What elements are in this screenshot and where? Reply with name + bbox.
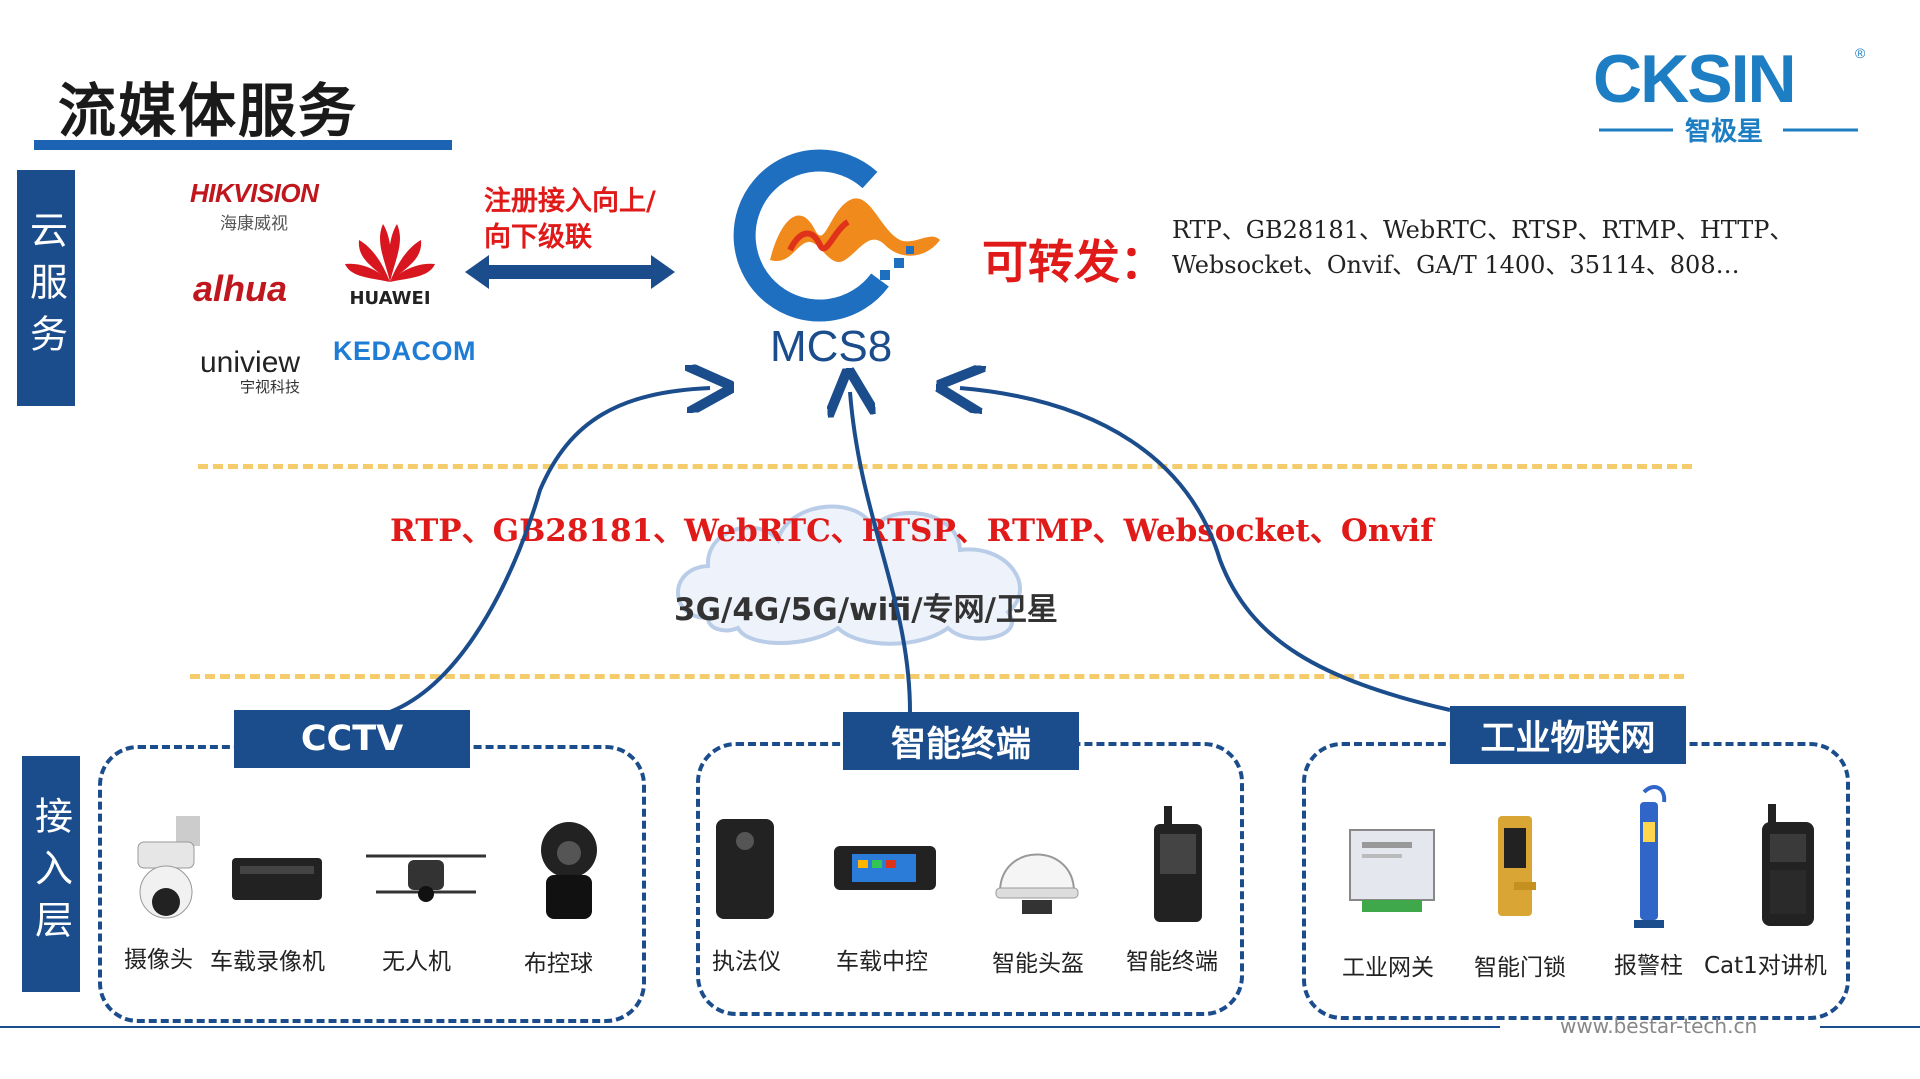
group-label-cctv: CCTV xyxy=(234,710,470,768)
forward-protocols: RTP、GB28181、WebRTC、RTSP、RTMP、HTTP、 Webso… xyxy=(1172,213,1793,283)
page-title: 流媒体服务 xyxy=(58,77,359,145)
device-label-camera: 摄像头 xyxy=(124,947,193,973)
register-label-line1: 注册接入向上/ xyxy=(484,186,656,217)
logo-brand-cn: 智极星 xyxy=(1685,117,1763,147)
footer-url: www.bestar-tech.cn xyxy=(1560,1014,1758,1038)
bidirectional-arrow-icon xyxy=(465,255,675,289)
vehicle-recorder-icon xyxy=(232,858,322,900)
vendor-huawei: HUAWEI xyxy=(340,220,440,309)
cloud-network-icon xyxy=(676,504,1022,646)
platform-name: MCS8 xyxy=(770,322,893,371)
device-label-vehicle-console: 车载中控 xyxy=(836,949,928,975)
device-label-alarm-pillar: 报警柱 xyxy=(1614,953,1683,979)
device-label-smart-lock: 智能门锁 xyxy=(1474,955,1566,981)
arrow-from-smart-terminal xyxy=(850,392,912,713)
huawei-petals-icon xyxy=(345,224,435,282)
drone-icon xyxy=(366,854,486,902)
smart-terminal-device-icon xyxy=(1154,806,1202,922)
lower-dashed-separator xyxy=(190,674,1684,679)
device-label-law-enforcement-recorder: 执法仪 xyxy=(712,949,781,975)
arrow-from-cctv xyxy=(389,388,710,714)
body-camera-icon xyxy=(716,819,774,919)
register-cascade-label: 注册接入向上/ 向下级联 xyxy=(484,184,656,256)
device-label-industrial-gateway: 工业网关 xyxy=(1342,955,1434,981)
group-label-smart-terminal: 智能终端 xyxy=(843,712,1079,770)
vendor-kedacom: KEDACOM xyxy=(333,336,476,366)
ptz-camera-icon xyxy=(137,816,200,919)
deployment-ball-icon xyxy=(541,822,597,919)
arrow-from-iiot xyxy=(960,388,1451,712)
forward-protocols-line2: Websocket、Onvif、GA/T 1400、35114、808… xyxy=(1172,251,1740,279)
cloud-service-label: 云服务 xyxy=(17,170,75,406)
uniview-wordmark: uniview xyxy=(200,346,301,379)
logo-reg-mark: ® xyxy=(1855,45,1866,61)
footer-line-right xyxy=(1820,1026,1920,1028)
device-label-smart-helmet: 智能头盔 xyxy=(992,951,1084,977)
cat1-intercom-icon xyxy=(1762,804,1814,926)
register-label-line2: 向下级联 xyxy=(484,222,592,253)
vendor-dahua: alhua xyxy=(193,268,288,309)
industrial-gateway-icon xyxy=(1349,829,1435,912)
hikvision-wordmark: HIKVISION xyxy=(190,178,319,208)
device-label-cat1-intercom: Cat1对讲机 xyxy=(1704,953,1827,979)
network-protocols: RTP、GB28181、WebRTC、RTSP、RTMP、Websocket、O… xyxy=(390,513,1434,549)
vehicle-console-icon xyxy=(834,846,936,890)
access-layer-label: 接入层 xyxy=(22,756,80,992)
network-transport: 3G/4G/5G/wifi/专网/卫星 xyxy=(674,592,1058,628)
mcs8-logo: MCS8 xyxy=(730,149,940,371)
device-label-drone: 无人机 xyxy=(382,949,451,975)
hikvision-cn: 海康威视 xyxy=(220,214,288,234)
logo-brand-en: CKSIN xyxy=(1593,41,1795,117)
upper-dashed-separator xyxy=(198,464,1692,469)
forward-label: 可转发： xyxy=(982,235,1166,289)
vendor-hikvision: HIKVISION 海康威视 xyxy=(190,178,319,234)
mcs8-emblem-icon xyxy=(733,149,940,322)
uniview-cn: 宇视科技 xyxy=(240,378,301,396)
footer-line-left xyxy=(0,1026,1500,1028)
group-label-iiot: 工业物联网 xyxy=(1450,706,1686,764)
huawei-wordmark: HUAWEI xyxy=(349,288,431,309)
cksin-logo: CKSIN ® 智极星 xyxy=(1593,41,1868,154)
title-underline xyxy=(34,140,452,150)
alarm-pillar-icon xyxy=(1634,785,1667,928)
device-label-vehicle-recorder: 车载录像机 xyxy=(210,949,325,975)
forward-protocols-line1: RTP、GB28181、WebRTC、RTSP、RTMP、HTTP、 xyxy=(1172,216,1794,244)
smart-helmet-icon xyxy=(995,853,1079,914)
smart-lock-icon xyxy=(1498,816,1536,916)
device-label-deployment-ball: 布控球 xyxy=(524,951,593,977)
device-label-smart-terminal: 智能终端 xyxy=(1126,949,1218,975)
vendor-uniview: uniview 宇视科技 xyxy=(200,346,300,397)
